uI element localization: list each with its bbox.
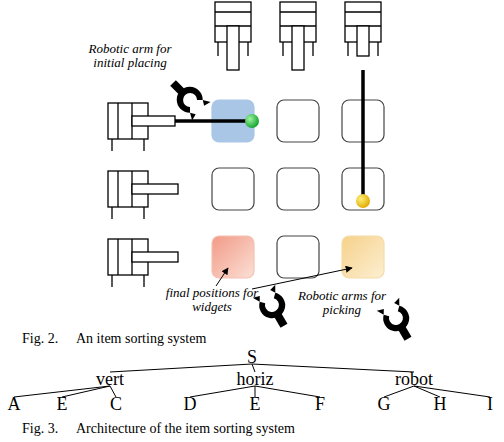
piston-rod — [132, 116, 175, 126]
robotic-arm — [377, 298, 420, 346]
root-node: S — [245, 347, 259, 367]
grid-cell — [277, 236, 319, 278]
annotation-note: Robotic arms for picking — [296, 289, 388, 317]
cylinder-leg — [111, 207, 112, 219]
position-grid — [212, 100, 384, 278]
piston-rod — [132, 184, 178, 194]
node-text: S — [247, 347, 257, 367]
component-node: A — [6, 394, 23, 414]
piston-rod — [357, 26, 369, 56]
node-text: A — [8, 394, 21, 414]
cylinder-cap — [117, 171, 118, 207]
figure-caption: Architecture of the item sorting system — [76, 421, 295, 437]
grid-cell — [277, 168, 319, 210]
cylinder-leg — [143, 207, 144, 219]
robotic-arm — [253, 285, 296, 333]
annotation-note: final positions for widgets — [160, 286, 264, 314]
cylinder-leg — [111, 139, 112, 151]
piston-rod — [292, 26, 304, 70]
node-text: F — [315, 394, 325, 414]
node-text: E — [57, 394, 68, 414]
cylinder-cap — [215, 11, 251, 12]
subsystem-node: horiz — [235, 369, 276, 389]
subsystem-node: vert — [94, 369, 126, 389]
node-text: E — [250, 394, 261, 414]
figure-caption: Fig. 3. — [22, 421, 58, 437]
green-widget — [245, 114, 259, 128]
cylinder-cap — [280, 11, 316, 12]
component-node: E — [248, 394, 263, 414]
cylinder-leg — [312, 42, 313, 56]
component-node: G — [376, 394, 393, 414]
cylinder-leg — [347, 42, 348, 56]
cylinder-cap — [117, 239, 118, 275]
cylinder-cap — [117, 103, 118, 139]
node-text: G — [378, 394, 391, 414]
component-node: I — [485, 394, 495, 414]
component-node: D — [182, 394, 199, 414]
cylinder-leg — [143, 275, 144, 287]
cylinder-leg — [282, 42, 283, 56]
piston-rod — [132, 252, 178, 262]
node-text: I — [487, 394, 493, 414]
node-text: H — [434, 394, 447, 414]
subsystem-node: robot — [393, 369, 435, 389]
robotic-arm — [164, 74, 211, 121]
figure-caption: Fig. 2. — [22, 331, 58, 347]
component-node: F — [313, 394, 327, 414]
component-node: C — [108, 394, 124, 414]
node-text: D — [184, 394, 197, 414]
figure-caption: An item sorting system — [76, 331, 206, 347]
cylinder-leg — [247, 42, 248, 56]
grid-cell — [342, 236, 384, 278]
node-text: robot — [395, 369, 433, 389]
annotation-note: Robotic arm for initial placing — [84, 42, 176, 70]
grid-cell — [277, 100, 319, 142]
tree-edge — [252, 364, 414, 372]
node-text: vert — [96, 369, 124, 389]
grid-cell — [212, 168, 254, 210]
grid-cell — [212, 236, 254, 278]
cylinder-cap — [345, 11, 381, 12]
cylinder-leg — [217, 42, 218, 56]
cylinder-leg — [377, 42, 378, 56]
component-node: H — [432, 394, 449, 414]
node-text: C — [110, 394, 122, 414]
yellow-widget — [356, 194, 370, 208]
cylinder-leg — [143, 139, 144, 151]
node-text: horiz — [237, 369, 274, 389]
cylinder-leg — [111, 275, 112, 287]
push-rods — [175, 70, 363, 196]
component-node: E — [55, 394, 70, 414]
piston-rod — [227, 26, 239, 70]
tree-edge — [110, 364, 252, 372]
